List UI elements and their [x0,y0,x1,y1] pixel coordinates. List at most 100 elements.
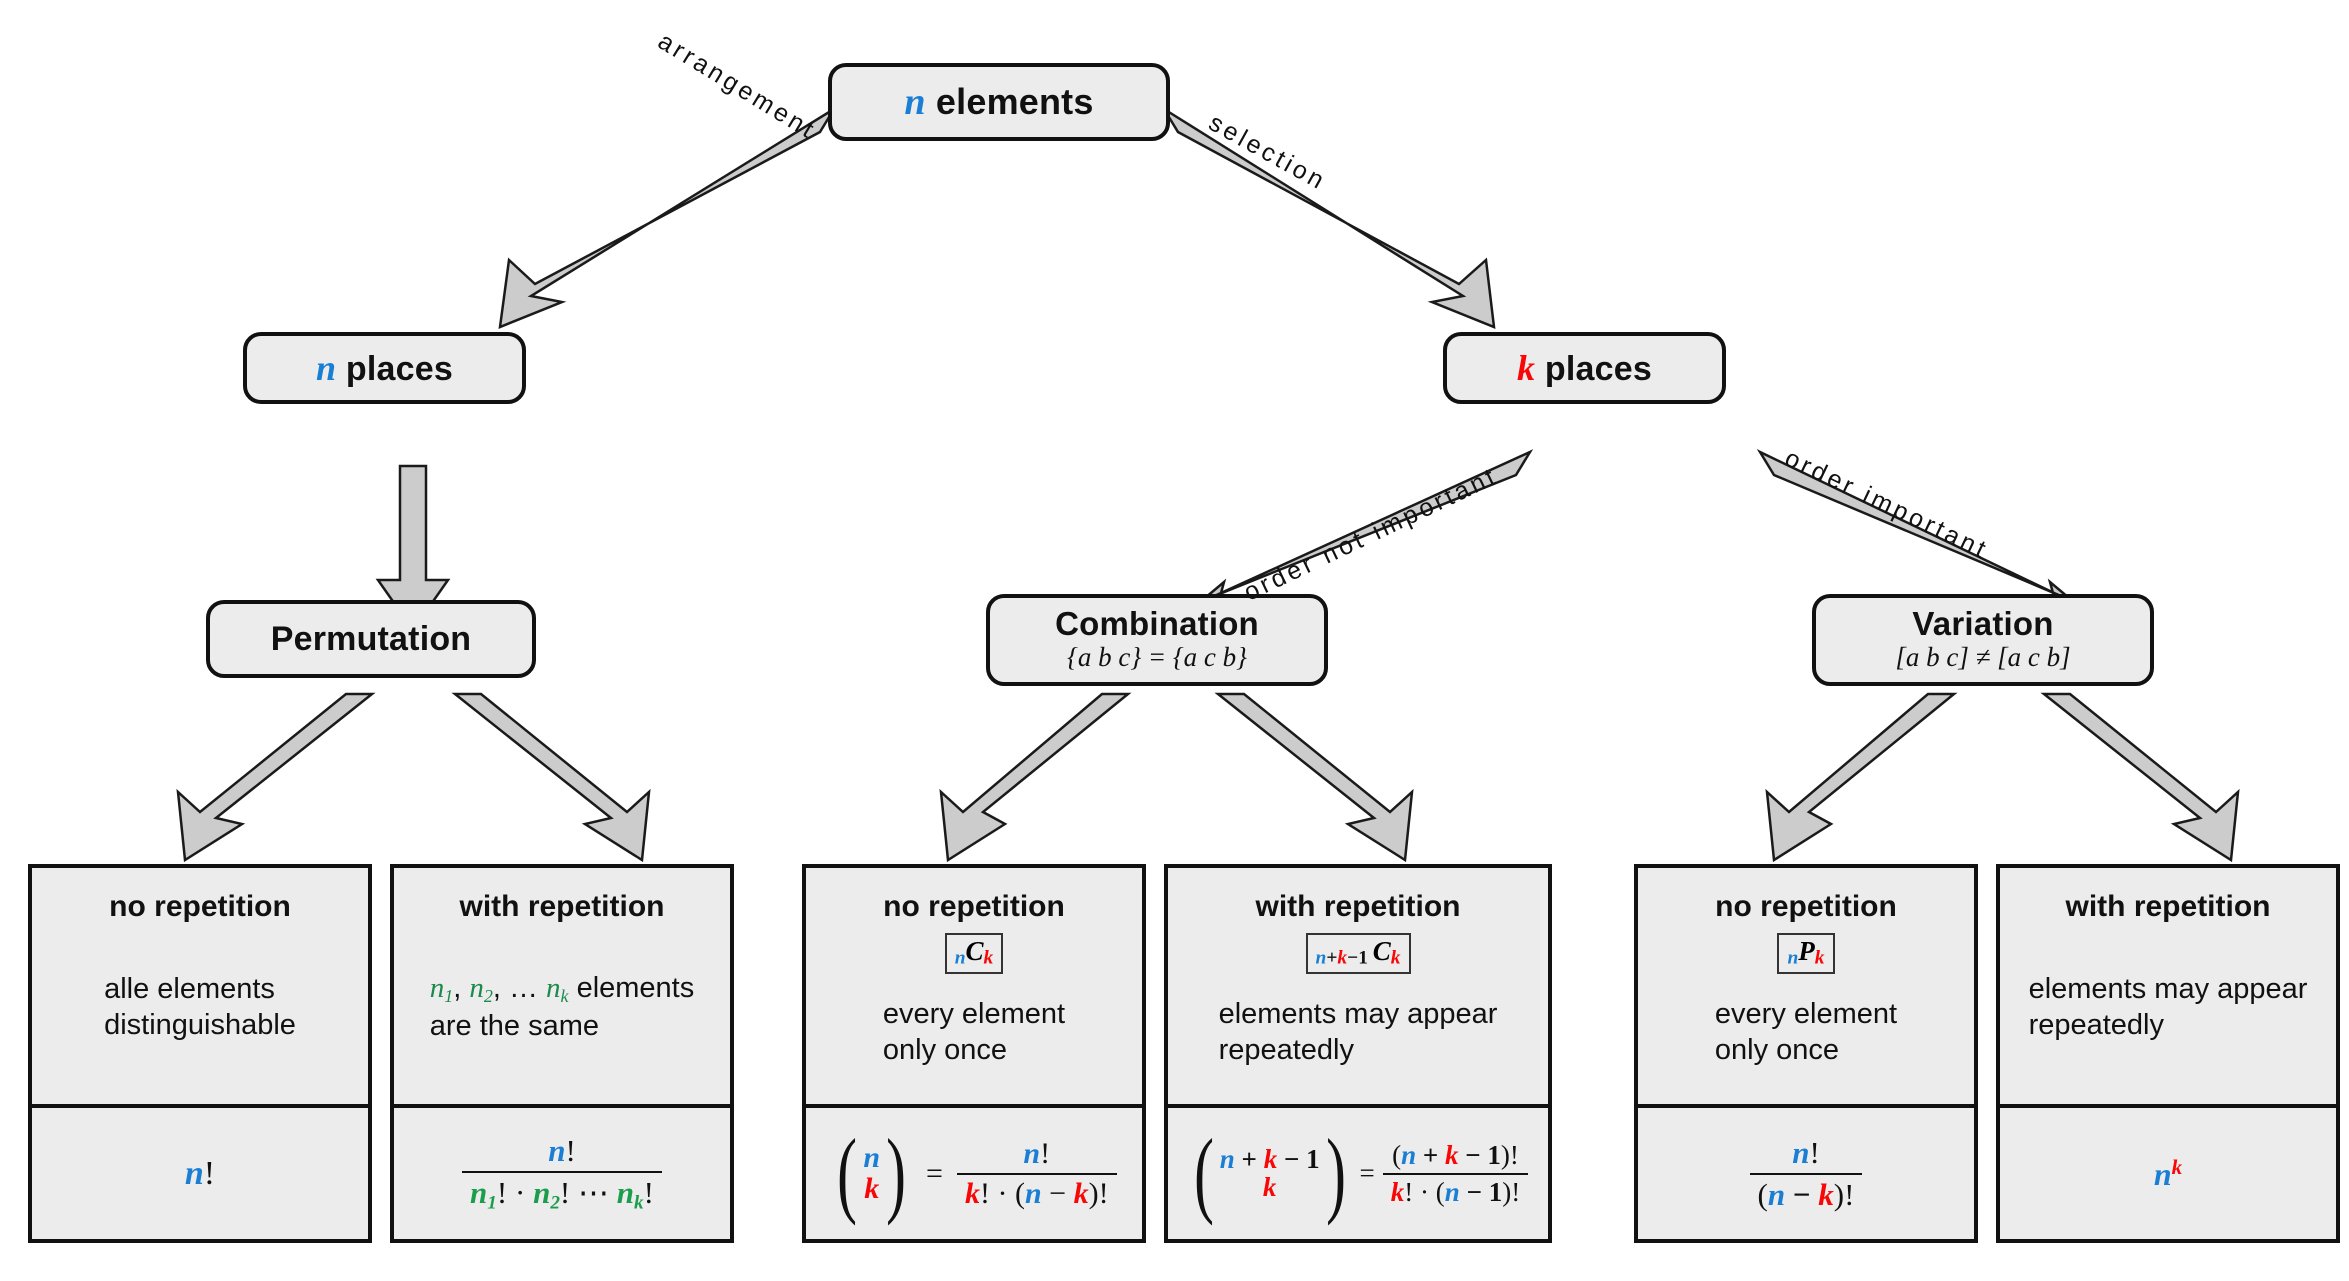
leaf-desc-line: repeatedly [2028,1009,2164,1041]
leaf-formula: nk [2000,1104,2336,1239]
node-combination[interactable]: Combination {a b c} = {a c b} [986,594,1328,686]
leaf-desc-line: every element [1714,997,1898,1030]
arrow-variation-right [2040,692,2240,863]
leaf-desc-line: elements may appear [1218,997,1498,1030]
symbol-k: k [2171,1154,2183,1179]
leaf-desc-line: only once [882,1034,1008,1067]
node-variation-subtitle: [a b c] ≠ [a c b] [1895,641,2071,672]
node-combination-title: Combination [1055,605,1259,643]
node-n-places-label: n places [316,347,453,389]
leaf-permutation-no-repetition[interactable]: no repetition alle elements distinguisha… [28,864,372,1243]
symbol-C: C [965,936,984,966]
symbol-n: n [954,947,966,969]
node-k-places[interactable]: k places [1443,332,1726,404]
fraction-numerator: n! [1023,1136,1051,1170]
fraction-numerator: n! [1792,1134,1820,1170]
arrow-selection [1162,107,1496,329]
symbol-C: C [1372,936,1391,966]
leaf-description: alle elements distinguishable [104,971,296,1058]
leaf-combination-with-repetition[interactable]: with repetition n+k−1 Ck elements may ap… [1164,864,1552,1243]
fraction-numerator: (n + k − 1)! [1392,1139,1519,1170]
symbol-equals: = [926,1156,943,1190]
leaf-combination-no-repetition[interactable]: no repetition nCk every element only onc… [802,864,1146,1243]
node-n-elements-label: n elements [904,80,1093,124]
leaf-formula: n! n1! · n2! ⋯ nk! [394,1104,730,1239]
node-k-places-text: places [1535,350,1652,388]
fraction-denominator: n1! · n2! ⋯ nk! [462,1170,662,1214]
leaf-desc-line: n1, n2, … nk elements [429,972,695,1007]
symbol-n: n [1315,947,1327,969]
node-k-places-label: k places [1517,347,1652,389]
leaf-heading: no repetition [883,890,1065,923]
symbol-n: n [184,1154,204,1192]
node-n-places[interactable]: n places [243,332,526,404]
binomial-coefficient: ( n k ) [837,1119,906,1227]
symbol-k: k [1814,947,1825,969]
leaf-top: no repetition nCk every element only onc… [806,868,1142,1104]
node-n-elements[interactable]: n elements [828,63,1170,141]
symbol-equals: = [1359,1158,1375,1188]
leaf-formula: n! (n − k)! [1638,1104,1974,1239]
node-permutation[interactable]: Permutation [206,600,536,678]
notation-badge-nCk: nCk [944,933,1004,975]
leaf-desc-line: every element [882,997,1066,1030]
leaf-description: every element only once [883,996,1065,1083]
leaf-description: elements may appear repeatedly [2029,971,2308,1058]
symbol-n: n [1787,947,1799,969]
arrow-permutation-left [176,692,376,863]
node-variation-title: Variation [1912,605,2054,643]
leaf-desc-line: alle elements [104,972,275,1005]
leaf-heading: no repetition [1715,890,1897,923]
leaf-desc-word: elements [568,972,695,1005]
leaf-desc-line: are the same [429,1009,600,1042]
arrow-variation-left [1765,692,1958,863]
binomial-coefficient: ( n + k − 1 k ) [1193,1119,1346,1227]
symbol-n: n [863,1140,881,1174]
fraction-denominator: k! · (n − 1)! [1382,1172,1529,1208]
notation-badge-nPk: nPk [1777,933,1835,975]
symbol-factorial: ! [203,1154,216,1192]
leaf-top: with repetition elements may appear repe… [2000,868,2336,1104]
arrow-arrangement [498,107,836,329]
node-n-elements-text: elements [925,81,1094,122]
leaf-heading: with repetition [1255,890,1461,923]
leaf-desc-line: elements may appear [2028,972,2308,1005]
symbol-n: n [316,348,337,388]
leaf-formula: ( n + k − 1 k ) = (n + k − 1)! k! · (n −… [1168,1104,1548,1239]
arrow-combination-left [939,692,1132,863]
leaf-top: no repetition alle elements distinguisha… [32,868,368,1104]
leaf-desc-line: repeatedly [1218,1034,1354,1067]
symbol-k: k [864,1171,880,1205]
symbol-k: k [1337,947,1348,969]
fraction-denominator: k! · (n − k)! [956,1172,1117,1211]
fraction-denominator: (n − k)! [1749,1172,1863,1213]
notation-badge-npkm1Ck: n+k−1 Ck [1305,933,1411,975]
symbol-k: k [1517,348,1536,388]
node-n-places-text: places [336,350,453,388]
symbol-n: n [2153,1155,2172,1192]
leaf-permutation-with-repetition[interactable]: with repetition n1, n2, … nk elements ar… [390,864,734,1243]
leaf-desc-line: distinguishable [104,1009,296,1041]
leaf-heading: with repetition [459,890,665,923]
leaf-formula: ( n k ) = n! k! · (n − k)! [806,1104,1142,1239]
symbol-n2: n [469,972,484,1005]
leaf-top: no repetition nPk every element only onc… [1638,868,1974,1104]
symbol-n1: n [429,972,445,1005]
leaf-description: elements may appear repeatedly [1219,996,1498,1083]
leaf-top: with repetition n1, n2, … nk elements ar… [394,868,730,1104]
leaf-description: every element only once [1715,996,1897,1083]
leaf-desc-line: only once [1714,1034,1840,1067]
node-variation[interactable]: Variation [a b c] ≠ [a c b] [1812,594,2154,686]
symbol-k: k [983,947,994,969]
leaf-heading: no repetition [109,890,291,923]
node-permutation-title: Permutation [270,619,472,658]
node-combination-subtitle: {a b c} = {a c b} [1067,641,1247,672]
arrow-permutation-right [451,692,651,863]
symbol-n: n [548,1132,566,1168]
symbol-n: n [904,81,926,123]
leaf-variation-no-repetition[interactable]: no repetition nPk every element only onc… [1634,864,1978,1243]
leaf-heading: with repetition [2065,890,2271,923]
leaf-variation-with-repetition[interactable]: with repetition elements may appear repe… [1996,864,2340,1243]
